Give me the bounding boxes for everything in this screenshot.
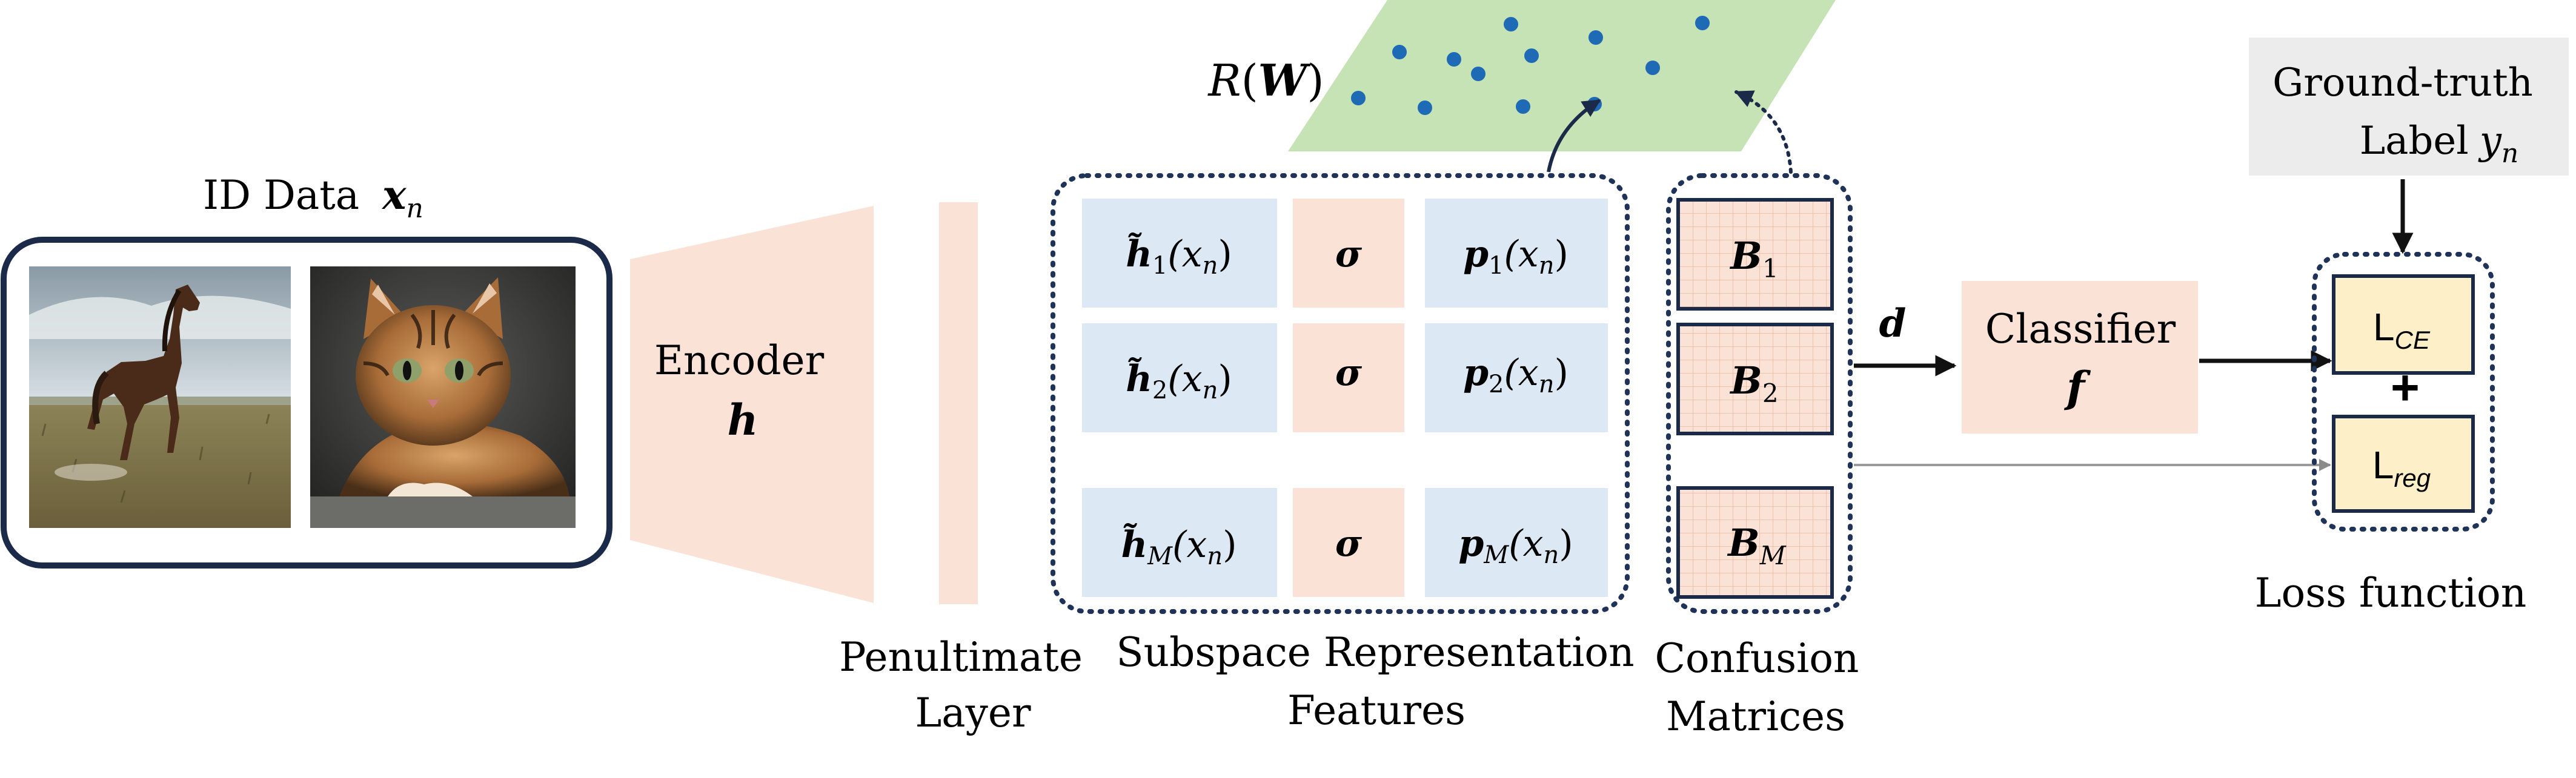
plane-point xyxy=(1645,61,1660,75)
subspace-p-box-1 xyxy=(1425,199,1608,308)
loss-ce-box xyxy=(2332,274,2475,375)
plane-point xyxy=(1524,48,1539,63)
confusion-matrix-M xyxy=(1676,486,1834,599)
regularizer-label: R(W) xyxy=(1207,54,1324,106)
subspace-h-box-2 xyxy=(1082,323,1277,432)
subspace-h-box-1 xyxy=(1082,199,1277,308)
classifier-box xyxy=(1962,281,2198,434)
plane-point xyxy=(1588,30,1603,45)
subspace-to-regularizer-arrow xyxy=(1547,99,1601,173)
h-tilde-2-label: h̃2(xn) xyxy=(1126,357,1232,404)
loss-plus-sign: + xyxy=(2391,360,2420,415)
loss-reg-label: Lreg xyxy=(2372,443,2431,492)
plane-point xyxy=(1516,99,1530,114)
plane-point xyxy=(1471,67,1486,81)
confusion-label-line1: Confusion xyxy=(1655,635,1859,682)
encoder-trapezoid xyxy=(630,206,874,603)
subspace-label-line1: Subspace Representation xyxy=(1116,629,1634,676)
loss-function-caption: Loss function xyxy=(2255,570,2527,616)
sigma-M-label: σ xyxy=(1335,523,1363,565)
sigma-box-2 xyxy=(1293,323,1404,432)
ground-truth-line1: Ground-truth xyxy=(2272,61,2533,105)
confusion-matrices-frame xyxy=(1666,173,1853,614)
sigma-1-label: σ xyxy=(1335,233,1363,275)
regularizer-plane xyxy=(1288,0,1836,151)
subspace-features-frame xyxy=(1051,173,1630,614)
penultimate-label-line2: Layer xyxy=(915,690,1031,736)
p-2-label: p2(xn) xyxy=(1463,352,1569,398)
loss-function-frame xyxy=(2312,252,2495,532)
ground-truth-box xyxy=(2249,38,2569,176)
regularizer-points xyxy=(1351,16,1710,115)
confusion-matrix-1-label: B1 xyxy=(1729,234,1778,283)
subspace-h-box-M xyxy=(1082,488,1277,597)
subspace-label-line2: Features xyxy=(1287,687,1466,734)
h-tilde-1-label: h̃1(xn) xyxy=(1126,232,1232,280)
plane-point xyxy=(1351,91,1366,105)
confusion-matrix-M-label: BM xyxy=(1727,521,1786,570)
penultimate-layer-bar xyxy=(939,202,978,604)
subspace-p-box-M xyxy=(1425,488,1608,597)
plane-point xyxy=(1447,52,1461,67)
p-1-label: p1(xn) xyxy=(1463,233,1569,280)
p-M-label: pM(xn) xyxy=(1458,523,1573,569)
confusion-matrix-1 xyxy=(1676,198,1834,311)
horse-image xyxy=(29,266,291,528)
confusion-matrix-2 xyxy=(1676,323,1834,435)
loss-reg-box xyxy=(2332,415,2475,513)
loss-ce-label: LCE xyxy=(2373,305,2431,354)
plane-point xyxy=(1695,16,1710,30)
plane-point xyxy=(1392,45,1407,59)
subspace-p-box-2 xyxy=(1425,323,1608,432)
h-tilde-M-label: h̃M(xn) xyxy=(1121,523,1237,570)
d-label: d xyxy=(1879,301,1907,346)
confusion-label-line2: Matrices xyxy=(1666,693,1845,740)
confusion-matrix-2-label: B2 xyxy=(1729,358,1778,408)
classifier-label: Classifier xyxy=(1985,306,2176,352)
plane-point xyxy=(1418,101,1432,115)
sigma-box-M xyxy=(1293,488,1404,597)
penultimate-label-line1: Penultimate xyxy=(839,634,1083,681)
plane-point xyxy=(1504,17,1518,31)
sigma-2-label: σ xyxy=(1335,352,1363,394)
cat-image xyxy=(310,266,576,528)
encoder-symbol: h xyxy=(728,395,759,445)
encoder-label: Encoder xyxy=(654,337,825,384)
sigma-box-1 xyxy=(1293,199,1404,308)
confusion-to-regularizer-arrow xyxy=(1734,90,1793,174)
